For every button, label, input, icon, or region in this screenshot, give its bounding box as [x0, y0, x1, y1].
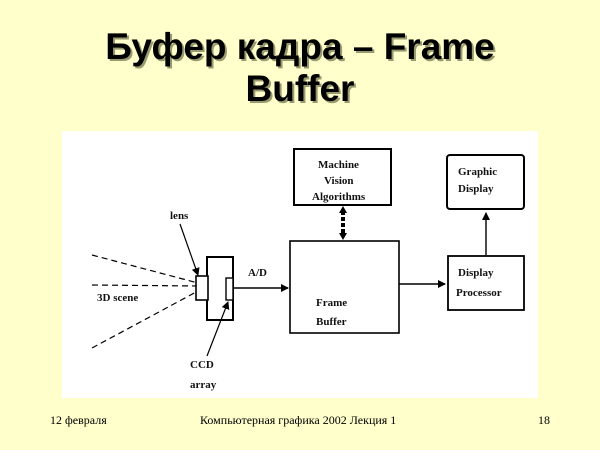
vision-link-head-up: [339, 206, 347, 213]
graphic-display-box: [446, 154, 525, 210]
machine-vision-label-line-3: Algorithms: [312, 191, 366, 203]
ccd-label-line-1: CCD: [190, 359, 214, 371]
lens-element: [195, 275, 209, 301]
display-processor-label-line-1: Display: [458, 267, 494, 279]
scene-ray-upper: [91, 254, 199, 284]
footer-date: 12 февраля: [50, 413, 107, 427]
lens-pointer: [179, 223, 200, 276]
scene-ray-lower: [91, 290, 199, 349]
ccd-sensor: [225, 277, 234, 301]
vision-link-head-down: [339, 233, 347, 240]
frame-buffer-label-line-2: Buffer: [316, 316, 347, 328]
ccd-label-line-2: array: [190, 379, 217, 391]
graphic-display-label-line-1: Graphic: [458, 166, 497, 178]
machine-vision-label-line-2: Vision: [324, 175, 354, 187]
page-number: 18: [538, 413, 550, 427]
ad-label: A/D: [248, 267, 267, 279]
lens-label: lens: [170, 210, 189, 222]
frame-buffer-diagram: lens 3D scene CCD array A/D Frame Buffer…: [91, 148, 525, 391]
title-line-1: Буфер кадра – Frame: [105, 26, 495, 67]
scene-ray-middle: [91, 284, 199, 287]
footer-course: Компьютерная графика 2002 Лекция 1: [200, 413, 397, 427]
frame-buffer-label-line-1: Frame: [316, 297, 347, 309]
graphic-display-label-line-2: Display: [458, 183, 494, 195]
display-processor-label-line-2: Processor: [456, 287, 502, 299]
machine-vision-box: [293, 148, 392, 206]
diagram-panel: lens 3D scene CCD array A/D Frame Buffer…: [62, 131, 538, 398]
frame-buffer-box: [289, 240, 400, 334]
title-line-2: Buffer: [245, 68, 355, 109]
ccd-pointer: [206, 301, 230, 357]
display-processor-box: [447, 255, 525, 311]
machine-vision-label-line-1: Machine: [318, 159, 359, 171]
scene-label: 3D scene: [97, 292, 138, 304]
slide-title: Буфер кадра – Frame Buffer: [0, 26, 600, 110]
